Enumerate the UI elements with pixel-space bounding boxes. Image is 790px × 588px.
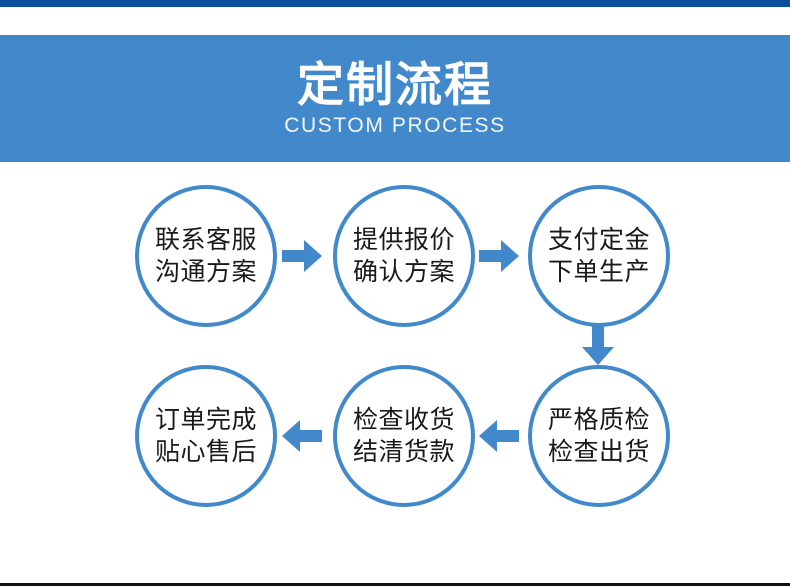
process-step-3-line1: 支付定金 bbox=[547, 226, 650, 254]
process-step-3: 支付定金 下单生产 bbox=[528, 185, 670, 327]
process-step-1-line2: 沟通方案 bbox=[154, 258, 257, 286]
process-step-4: 严格质检 检查出货 bbox=[528, 365, 670, 507]
arrow-left-icon bbox=[479, 419, 519, 453]
process-step-2: 提供报价 确认方案 bbox=[333, 185, 475, 327]
arrow-right-icon bbox=[282, 239, 322, 273]
process-step-2-line1: 提供报价 bbox=[352, 226, 455, 254]
page-title: 定制流程 bbox=[297, 58, 493, 112]
top-accent-bar bbox=[0, 0, 790, 7]
process-step-2-line2: 确认方案 bbox=[352, 258, 455, 286]
process-step-4-line2: 检查出货 bbox=[547, 438, 650, 466]
process-step-6: 订单完成 贴心售后 bbox=[135, 365, 277, 507]
process-step-3-line2: 下单生产 bbox=[547, 258, 650, 286]
arrow-left-icon bbox=[282, 419, 322, 453]
process-step-6-line1: 订单完成 bbox=[154, 406, 257, 434]
process-step-5: 检查收货 结清货款 bbox=[333, 365, 475, 507]
process-flow-diagram: 联系客服 沟通方案 提供报价 确认方案 支付定金 下单生产 严格质检 检查出货 … bbox=[0, 162, 790, 580]
process-step-5-line1: 检查收货 bbox=[352, 406, 455, 434]
bottom-divider bbox=[0, 583, 790, 586]
page-subtitle: CUSTOM PROCESS bbox=[284, 113, 506, 137]
process-step-6-line2: 贴心售后 bbox=[154, 438, 257, 466]
arrow-right-icon bbox=[479, 239, 519, 273]
arrow-down-icon bbox=[581, 325, 615, 365]
process-step-1-line1: 联系客服 bbox=[154, 226, 257, 254]
process-step-5-line2: 结清货款 bbox=[352, 438, 455, 466]
process-step-4-line1: 严格质检 bbox=[547, 406, 650, 434]
process-step-1: 联系客服 沟通方案 bbox=[135, 185, 277, 327]
header-band: 定制流程 CUSTOM PROCESS bbox=[0, 35, 790, 162]
